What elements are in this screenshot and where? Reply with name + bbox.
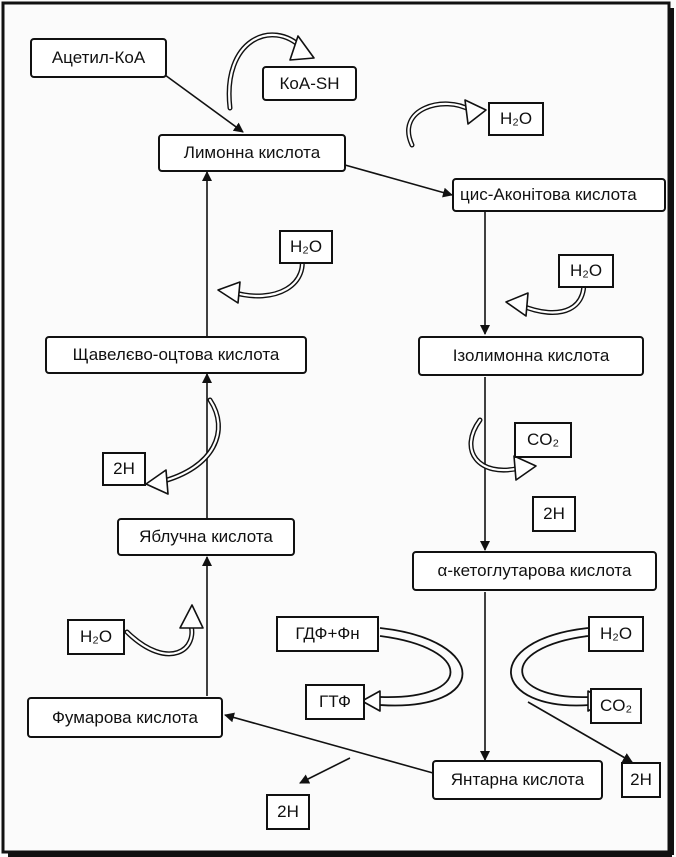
arrowhead-koa-sh: [289, 35, 315, 61]
2h-box: 2H: [102, 452, 146, 486]
h2o-box: H₂O: [67, 619, 125, 655]
citric-acid-label: Лимонна кислота: [183, 143, 321, 162]
arrow-acetyl-to-citric: [164, 74, 244, 133]
arrowhead-2h-1: [145, 469, 169, 495]
gdf-fn-label: ГДФ+Фн: [295, 624, 360, 643]
h2o-box: H₂O: [588, 616, 644, 652]
arrow-citric-to-cis-aconitic: [344, 164, 453, 198]
fumaric-acid-box: Фумарова кислота: [27, 697, 223, 738]
curve-gdf-to-gtf-outer: [379, 627, 464, 707]
arrow-alpha-kg-to-2h: [527, 701, 633, 763]
h2o-box: H₂O: [279, 230, 333, 264]
arrow-succinic-to-2h: [299, 757, 351, 784]
arrowhead-h2o-1: [464, 99, 487, 125]
co2-box: CO₂: [514, 422, 572, 458]
h2o-label: H₂O: [79, 627, 113, 646]
arrowhead-co2: [513, 455, 537, 481]
2h-label: 2H: [543, 504, 565, 523]
fumaric-acid-label: Фумарова кислота: [52, 707, 198, 727]
arrowhead-h2o-3: [505, 292, 529, 317]
succinic-acid-box: Янтарна кислота: [432, 760, 603, 800]
h2o-label: H₂O: [499, 109, 533, 128]
curve-gdf-to-gtf-inner: [379, 635, 452, 698]
oxaloacetic-acid-label: Щавелєво-оцтова кислота: [72, 345, 280, 364]
cis-aconitic-acid-label: цис-Аконітова кислота: [460, 185, 637, 204]
2h-box: 2H: [621, 762, 661, 798]
gtf-label: ГТФ: [319, 692, 351, 711]
h2o-label: H₂O: [289, 237, 323, 256]
koa-sh-label: КоА-SH: [279, 73, 340, 93]
h2o-box: H₂O: [488, 102, 544, 136]
isocitric-acid-box: Ізолимонна кислота: [418, 336, 644, 376]
2h-label: 2H: [277, 802, 299, 821]
co2-box: CO₂: [590, 688, 642, 724]
koa-sh-box: КоА-SH: [262, 66, 357, 101]
co2-label: CO₂: [599, 696, 633, 715]
succinic-acid-label: Янтарна кислота: [450, 770, 585, 789]
isocitric-acid-label: Ізолимонна кислота: [452, 346, 610, 365]
curve-h2o-to-co2-outer: [510, 627, 591, 707]
curve-h2o-to-co2-inner: [521, 635, 591, 698]
2h-box: 2H: [266, 794, 310, 830]
arrowhead-h2o-2: [217, 281, 241, 304]
acetyl-coa-box: Ацетил-КоА: [30, 38, 167, 78]
arrow-succinic-to-fumaric: [224, 712, 434, 774]
2h-box: 2H: [532, 496, 576, 532]
alpha-ketoglutaric-acid-box: α-кетоглутарова кислота: [412, 551, 657, 591]
2h-label: 2H: [630, 770, 652, 789]
citric-acid-box: Лимонна кислота: [158, 134, 346, 172]
gtf-box: ГТФ: [305, 684, 365, 720]
arrowhead-h2o-4: [179, 604, 204, 629]
gdf-fn-box: ГДФ+Фн: [276, 616, 379, 652]
arrowhead-gtf: [361, 690, 381, 712]
h2o-label: H₂O: [569, 261, 603, 280]
h2o-box: H₂O: [558, 254, 614, 288]
acetyl-coa-label: Ацетил-КоА: [51, 48, 146, 67]
oxaloacetic-acid-box: Щавелєво-оцтова кислота: [45, 336, 307, 374]
curve-h2o-release-1: [406, 101, 473, 148]
alpha-ketoglutaric-acid-label: α-кетоглутарова кислота: [437, 561, 632, 580]
malic-acid-box: Яблучна кислота: [117, 518, 295, 556]
malic-acid-label: Яблучна кислота: [139, 527, 273, 546]
cis-aconitic-acid-box: цис-Аконітова кислота: [452, 178, 666, 212]
co2-label: CO₂: [526, 430, 560, 449]
h2o-label: H₂O: [599, 624, 633, 643]
2h-label: 2H: [113, 459, 135, 478]
